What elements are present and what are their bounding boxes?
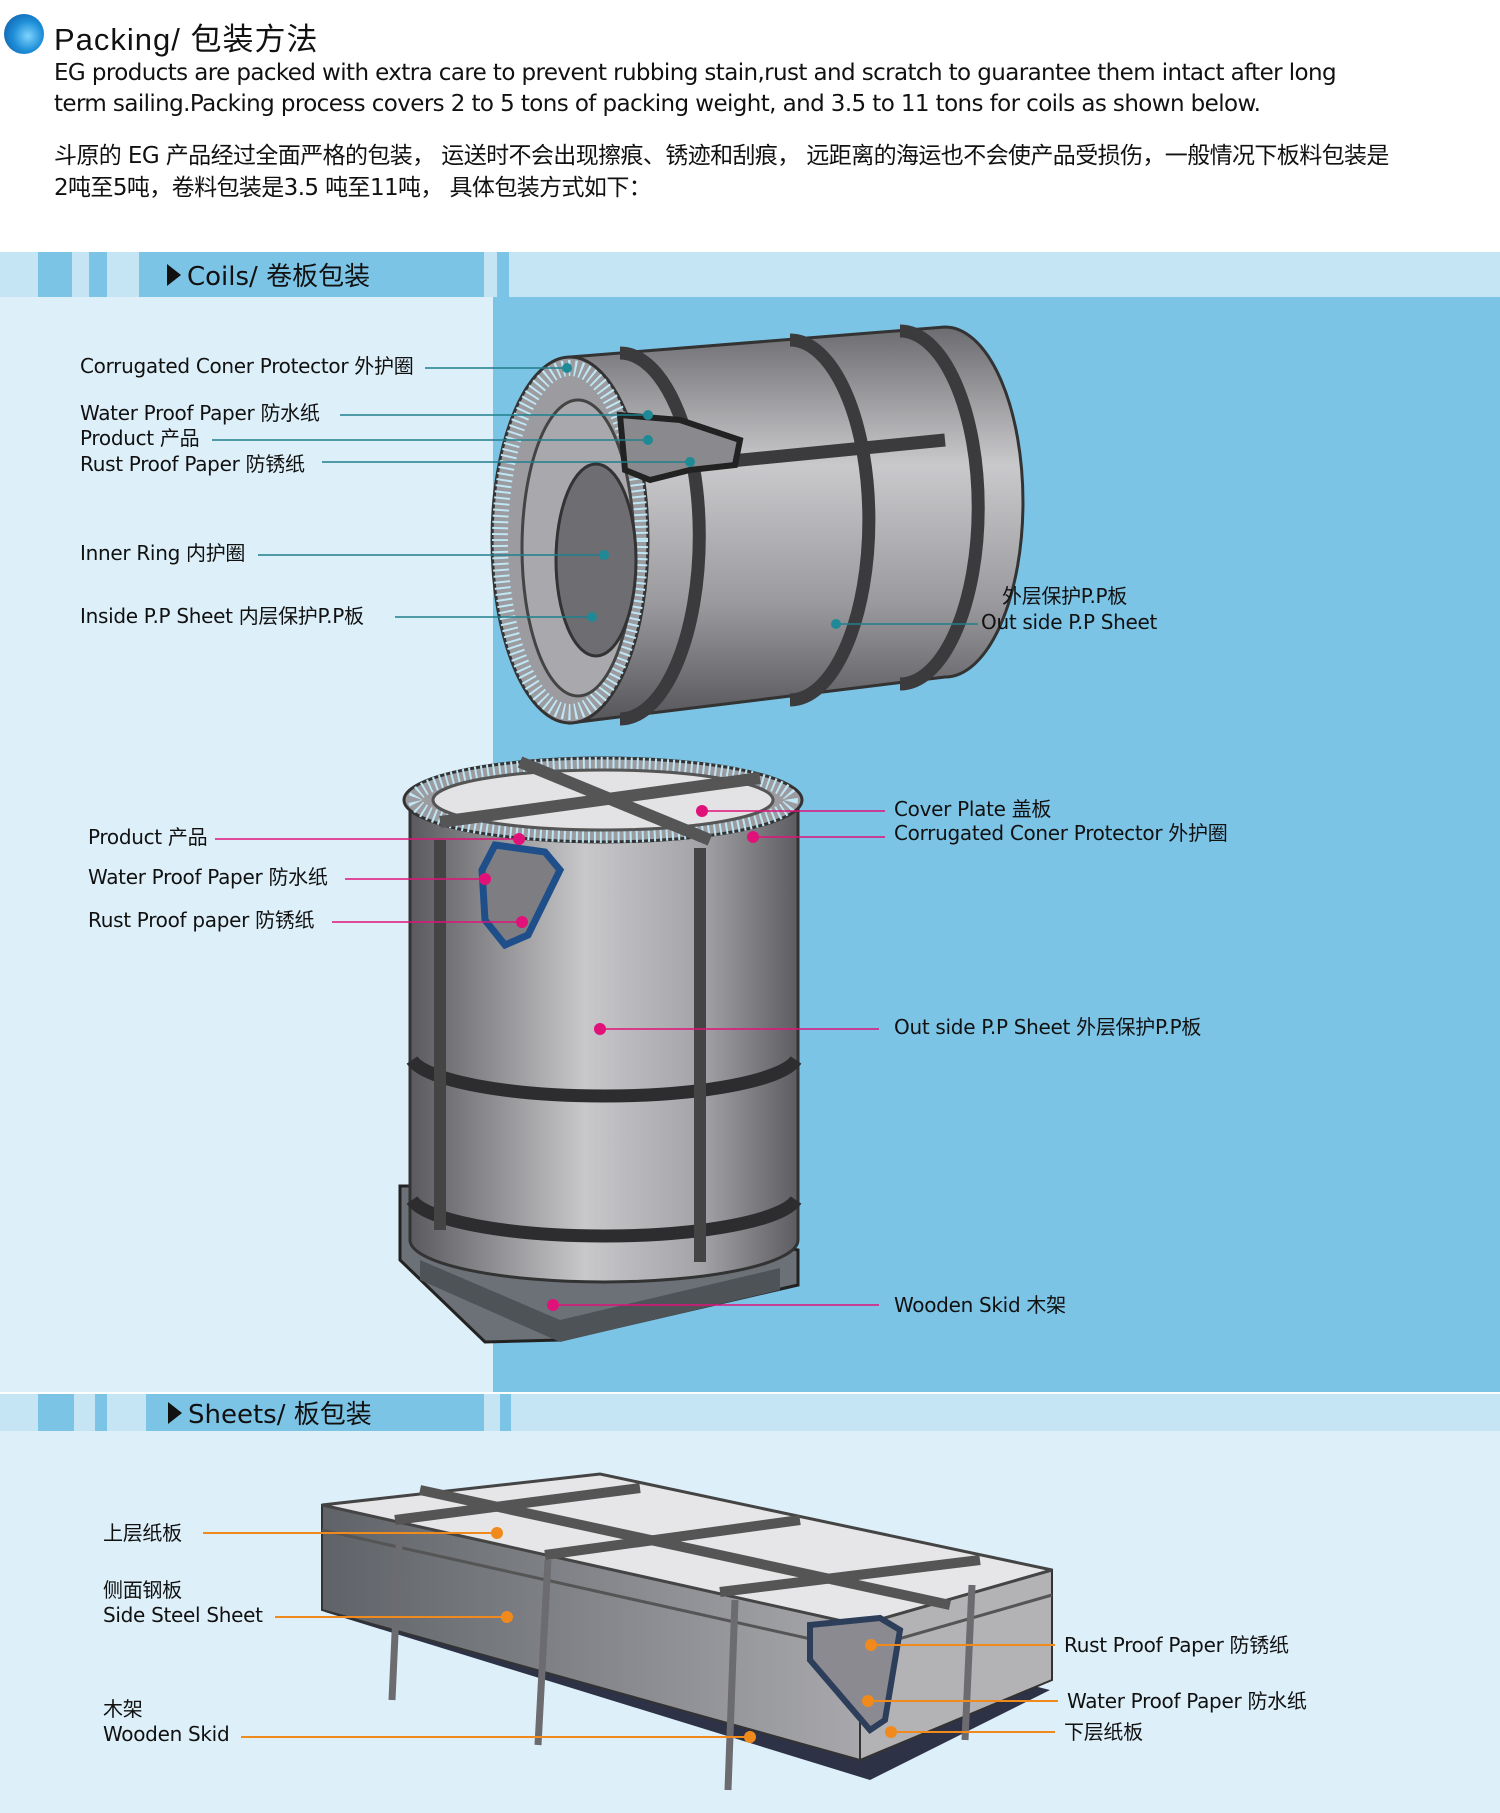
label-outside-pp-sheet: Out side P.P Sheet 外层保护P.P板: [894, 1015, 1202, 1039]
decor-bar: [500, 1394, 511, 1431]
coils-section-title: Coils/ 卷板包装: [187, 262, 371, 292]
coils-section-header: Coils/ 卷板包装: [139, 252, 484, 297]
label-inside-pp-sheet: Inside P.P Sheet 内层保护P.P板: [80, 604, 364, 628]
label-wooden-skid: Wooden Skid 木架: [894, 1293, 1066, 1317]
label-bottom-paperboard: 下层纸板: [1064, 1720, 1143, 1744]
label-outside-pp-sheet-cn: 外层保护P.P板: [1002, 584, 1127, 608]
orange-marker-dots: [491, 1527, 897, 1743]
page-title: Packing/ 包装方法: [54, 22, 319, 57]
teal-leader-lines: [212, 367, 978, 625]
label-rust-proof-paper: Rust Proof Paper 防锈纸: [1064, 1633, 1289, 1657]
decor-bar: [89, 252, 107, 297]
teal-marker-dots: [562, 363, 841, 629]
pink-marker-dots: [479, 805, 759, 1311]
triangle-icon: [167, 263, 181, 286]
label-side-steel-sheet-cn: 侧面钢板: [103, 1578, 182, 1602]
label-wooden-skid-en: Wooden Skid: [103, 1722, 230, 1746]
decor-bar: [95, 1394, 107, 1431]
label-rust-proof-paper: Rust Proof Paper 防锈纸: [80, 452, 305, 476]
sheets-section-title: Sheets/ 板包装: [188, 1400, 372, 1430]
label-side-steel-sheet-en: Side Steel Sheet: [103, 1603, 263, 1627]
label-inner-ring: Inner Ring 内护圈: [80, 541, 246, 565]
label-water-proof-paper: Water Proof Paper 防水纸: [1067, 1689, 1307, 1713]
label-product: Product 产品: [80, 426, 200, 450]
orange-leader-lines: [203, 1532, 1058, 1738]
triangle-icon: [168, 1401, 182, 1424]
decor-bar: [497, 252, 509, 297]
label-corrugated-protector: Corrugated Coner Protector 外护圈: [894, 821, 1228, 845]
label-water-proof-paper: Water Proof Paper 防水纸: [88, 865, 328, 889]
label-cover-plate: Cover Plate 盖板: [894, 797, 1052, 821]
label-water-proof-paper: Water Proof Paper 防水纸: [80, 401, 320, 425]
vertical-coil-illustration: [398, 756, 804, 1344]
intro-english-line-1: EG products are packed with extra care t…: [54, 60, 1337, 86]
decor-bar: [38, 252, 72, 297]
label-product: Product 产品: [88, 825, 208, 849]
label-outside-pp-sheet-en: Out side P.P Sheet: [981, 610, 1158, 634]
label-corrugated-protector: Corrugated Coner Protector 外护圈: [80, 354, 414, 378]
label-wooden-skid-cn: 木架: [103, 1697, 143, 1721]
sheet-package-illustration: [321, 1472, 1053, 1791]
horizontal-coil-illustration: [490, 324, 1025, 726]
label-top-paperboard: 上层纸板: [103, 1521, 182, 1545]
intro-english-line-2: term sailing.Packing process covers 2 to…: [54, 91, 1261, 117]
pink-leader-lines: [215, 810, 885, 1306]
sheets-section-header: Sheets/ 板包装: [146, 1394, 484, 1431]
intro-chinese-line-2: 2吨至5吨，卷料包装是3.5 吨至11吨， 具体包装方式如下：: [54, 175, 652, 201]
label-rust-proof-paper: Rust Proof paper 防锈纸: [88, 908, 315, 932]
intro-chinese-line-1: 斗原的 EG 产品经过全面严格的包装， 运送时不会出现擦痕、锈迹和刮痕， 远距离…: [54, 143, 1389, 169]
decor-bar: [38, 1394, 74, 1431]
title-bullet-icon: [4, 14, 44, 54]
